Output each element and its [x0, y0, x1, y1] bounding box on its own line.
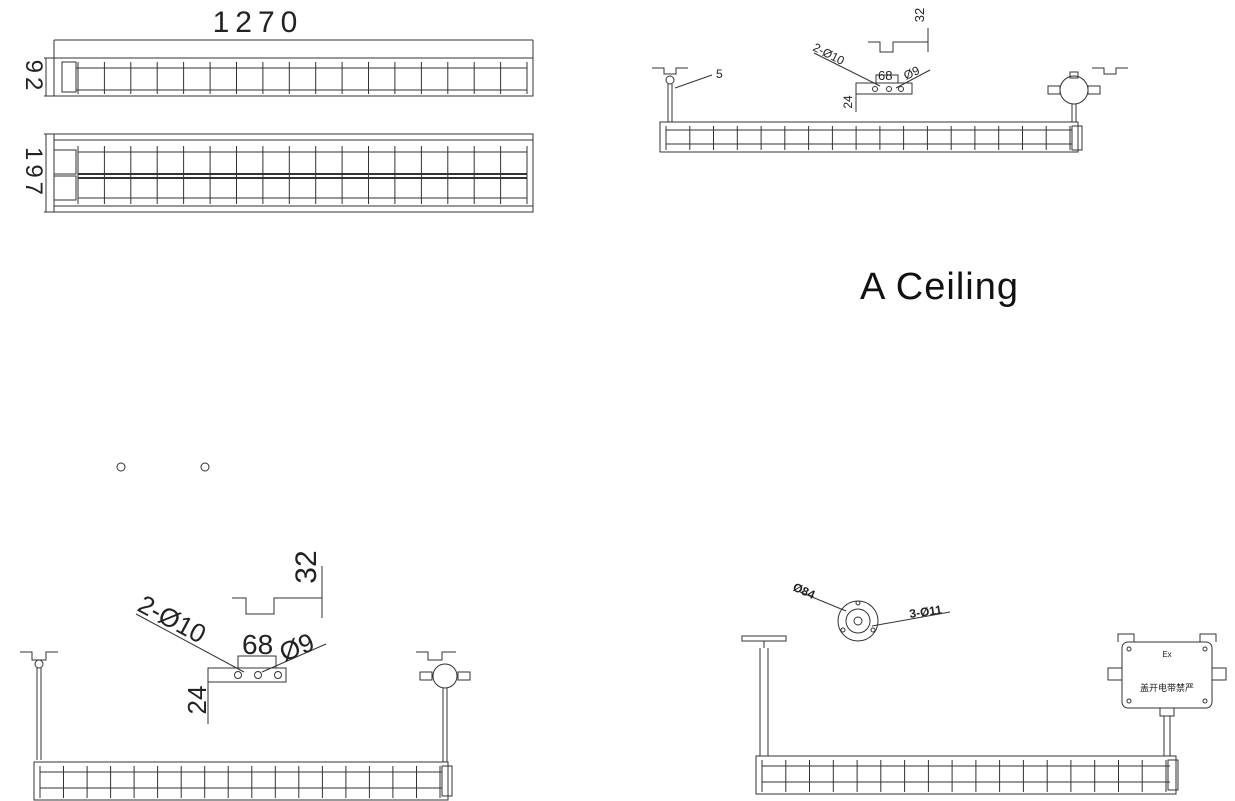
bottom-right-fixture-cells	[761, 760, 1167, 792]
br-box-warning: 严禁带电开盖	[1140, 682, 1194, 693]
top-right-ceiling-mount	[652, 28, 1128, 153]
bottom-left-pendant-mount	[20, 566, 471, 801]
bl-hole-label: Ø9	[275, 627, 318, 668]
length-label: 1270	[213, 6, 304, 39]
hole-marker-left	[116, 462, 126, 472]
mounting-flange	[837, 600, 879, 642]
bottom-left-fixture	[33, 761, 449, 801]
tr-rod-label: 5	[716, 67, 723, 81]
top-view-cells	[77, 146, 528, 204]
canopy	[741, 635, 787, 642]
front-view-body	[53, 57, 534, 97]
top-right-fixture	[659, 121, 1079, 153]
tr-plate-label: 24	[841, 95, 855, 109]
bottom-right-pole-mount	[741, 591, 1227, 795]
bottom-right-fixture	[755, 755, 1177, 795]
br-box-mark: Ex	[1162, 650, 1171, 659]
bl-hook-offset-label: 32	[290, 550, 323, 583]
bottom-left-fixture-cells	[39, 766, 441, 798]
bl-holes-label: 2-Ø10	[133, 589, 211, 649]
br-bolts-label: 3-Ø11	[908, 603, 943, 621]
top-right-fixture-cells	[665, 126, 1071, 150]
height-label: 92	[20, 60, 47, 95]
tr-hole-label: Ø9	[901, 63, 922, 83]
br-flange-label: Ø84	[791, 580, 818, 602]
hole-marker-right	[200, 462, 210, 472]
tr-hook-offset-label: 32	[912, 8, 927, 22]
junction-box	[1059, 75, 1089, 105]
tr-holes-label: 2-Ø10	[811, 40, 847, 68]
top-left-views	[44, 39, 534, 213]
mounting-caption: A Ceiling	[860, 266, 1019, 308]
bl-spacing-label: 68	[242, 629, 273, 660]
front-view-cells	[77, 62, 528, 94]
tr-spacing-label: 68	[878, 68, 892, 83]
bl-plate-label: 24	[182, 686, 212, 715]
width-label: 197	[20, 147, 47, 199]
